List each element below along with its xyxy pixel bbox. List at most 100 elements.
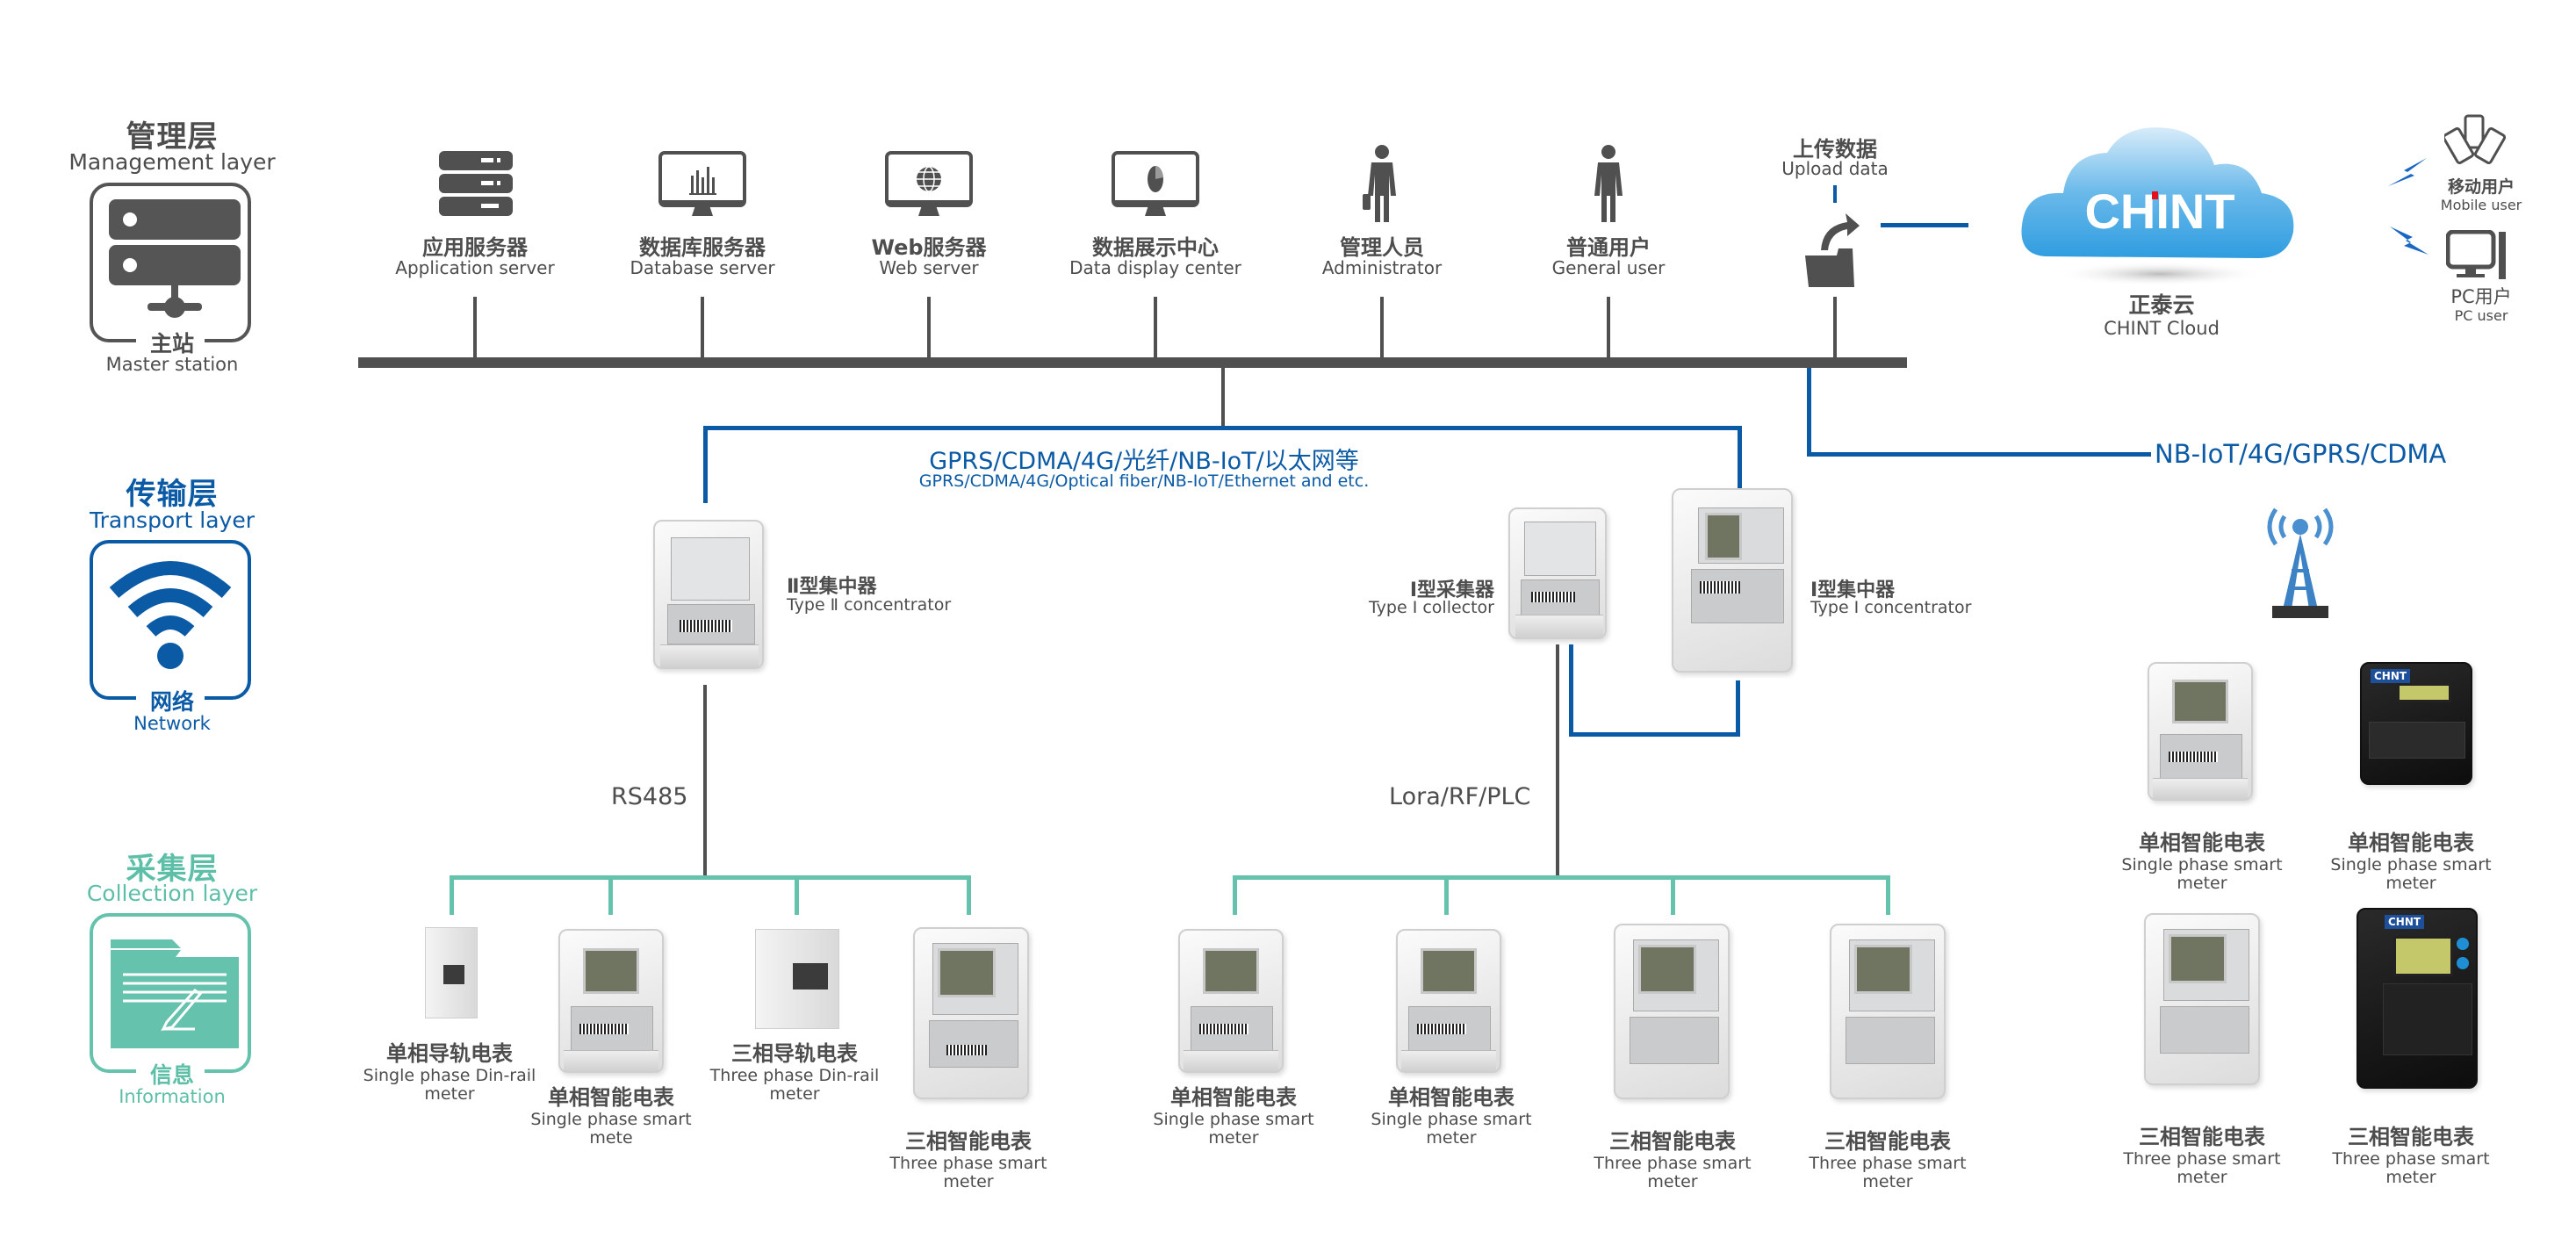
network-caption-en: Network xyxy=(133,713,211,734)
meter-label-en-line2: meter xyxy=(2385,1168,2436,1187)
server-rack-icon xyxy=(439,151,513,216)
direct-protocols-label: NB-IoT/4G/GPRS/CDMA xyxy=(2155,439,2447,469)
upload-connector xyxy=(1833,297,1837,358)
information-caption-en: Information xyxy=(119,1086,226,1107)
wifi-icon xyxy=(109,561,232,669)
upload-connector xyxy=(1833,185,1837,203)
type1-concentrator-label-cn: Ⅰ型集中器 xyxy=(1810,579,1896,601)
meter-label-en-line2: mete xyxy=(589,1128,633,1148)
meter-label-en: Single phase smart xyxy=(2121,855,2283,874)
meter-label-cn: 单相智能电表 xyxy=(547,1085,674,1110)
folder-upload-icon xyxy=(1805,213,1860,287)
pc-user-label-cn: PC用户 xyxy=(2450,286,2512,307)
management-node-label-cn: 数据库服务器 xyxy=(639,235,766,260)
meter-label-cn: 单相导轨电表 xyxy=(386,1041,513,1066)
management-node-label-en: Application server xyxy=(395,257,555,278)
lightning-icon xyxy=(2388,158,2427,186)
person-briefcase-icon xyxy=(1363,145,1396,222)
mobile-user-label-cn: 移动用户 xyxy=(2447,177,2515,197)
meter-label-en: Three phase smart xyxy=(2332,1149,2490,1169)
type2-concentrator-label-cn: Ⅱ型集中器 xyxy=(787,576,877,598)
globe-monitor-icon xyxy=(885,151,973,216)
lora-stem xyxy=(1556,644,1559,878)
transport-layer-title-cn: 传输层 xyxy=(126,477,219,512)
cloud-label-en: CHINT Cloud xyxy=(2104,318,2220,339)
meter-label-en-line2: meter xyxy=(2177,1168,2227,1187)
rs485-label: RS485 xyxy=(611,783,688,810)
three-phase-smart-meter-dark-device: CHNT xyxy=(2357,908,2478,1089)
network-protocols-cn: GPRS/CDMA/4G/光纤/NB-IoT/以太网等 xyxy=(929,448,1359,475)
management-node-label-cn: 普通用户 xyxy=(1566,235,1651,260)
single-phase-smart-meter-device xyxy=(1178,929,1284,1073)
upload-data-label-en: Upload data xyxy=(1781,158,1889,179)
meter-label-en-line2: meter xyxy=(1862,1172,1913,1191)
meter-label-en: Single phase smart xyxy=(530,1110,692,1129)
cloud-label-cn: 正泰云 xyxy=(2128,292,2195,318)
meter-label-cn: 三相导轨电表 xyxy=(731,1041,858,1066)
meter-label-cn: 三相智能电表 xyxy=(905,1129,1032,1154)
single-phase-din-rail-meter-device xyxy=(425,927,478,1018)
management-node-label-en: Web server xyxy=(879,257,979,278)
management-node-label-cn: Web服务器 xyxy=(871,235,987,260)
chint-logo: CHNT xyxy=(2385,915,2425,929)
meter-label-en-line2: meter xyxy=(424,1084,475,1104)
chint-logo-text: CHINT xyxy=(2084,184,2234,239)
network-line xyxy=(703,426,1741,430)
meter-label-en: Three phase smart xyxy=(1594,1154,1752,1173)
management-node-connector xyxy=(701,297,704,358)
network-caption-cn: 网络 xyxy=(149,689,195,715)
three-phase-smart-meter-device xyxy=(1614,924,1730,1099)
meter-label-en: Single phase smart xyxy=(1153,1110,1314,1129)
type1-collector-label-en: Type I collector xyxy=(1369,598,1494,617)
lora-drop xyxy=(1671,875,1675,915)
rs485-bus xyxy=(450,875,971,880)
mobile-user-label-en: Mobile user xyxy=(2440,197,2522,213)
meter-label-en-line2: meter xyxy=(943,1172,994,1191)
lora-bus xyxy=(1233,875,1889,880)
pie-chart-monitor-icon xyxy=(1112,151,1199,216)
type1-concentrator-device xyxy=(1672,488,1793,673)
management-node-label-en: Database server xyxy=(630,257,775,278)
direct-link-horizontal xyxy=(1807,452,2151,457)
three-phase-smart-meter-device xyxy=(1830,924,1946,1099)
management-node-connector xyxy=(1154,297,1157,358)
type2-concentrator-label-en: Type Ⅱ concentrator xyxy=(787,595,952,615)
three-phase-din-rail-meter-device xyxy=(755,929,839,1029)
upload-data-label-cn: 上传数据 xyxy=(1793,137,1877,162)
meter-label-cn: 单相智能电表 xyxy=(2347,831,2474,855)
management-layer-title-en: Management layer xyxy=(68,149,276,175)
type1-collector-label-cn: Ⅰ型采集器 xyxy=(1409,579,1494,601)
rs485-drop xyxy=(795,875,799,915)
folder-edit-icon xyxy=(111,939,239,1048)
type1-collector-device xyxy=(1508,507,1607,639)
management-layer-title-cn: 管理层 xyxy=(126,119,219,155)
mobile-phones-icon xyxy=(2444,114,2506,164)
management-node-connector xyxy=(1380,297,1384,358)
person-icon xyxy=(1594,145,1623,222)
rs485-stem xyxy=(703,685,707,878)
rs485-drop xyxy=(967,875,971,915)
collection-layer-title-en: Collection layer xyxy=(86,881,258,906)
rs485-drop xyxy=(608,875,613,915)
desktop-pc-icon xyxy=(2446,230,2506,279)
single-phase-smart-meter-device xyxy=(2148,662,2253,801)
meter-label-cn: 三相智能电表 xyxy=(1824,1129,1951,1154)
upload-to-cloud-line xyxy=(1881,223,1968,227)
single-phase-smart-meter-device xyxy=(558,929,664,1073)
meter-label-cn: 三相智能电表 xyxy=(1609,1129,1736,1154)
network-box xyxy=(90,540,251,703)
management-bus xyxy=(358,357,1907,368)
management-node-label-en: Administrator xyxy=(1321,257,1443,278)
network-to-type1-line xyxy=(1738,426,1742,489)
meter-label-cn: 三相智能电表 xyxy=(2348,1125,2474,1149)
collection-layer-title-cn: 采集层 xyxy=(126,852,219,887)
management-node-label-en: General user xyxy=(1551,257,1666,278)
lora-label: Lora/RF/PLC xyxy=(1389,783,1531,810)
meter-label-en-line2: meter xyxy=(1426,1128,1477,1148)
button-icon xyxy=(2457,957,2469,969)
